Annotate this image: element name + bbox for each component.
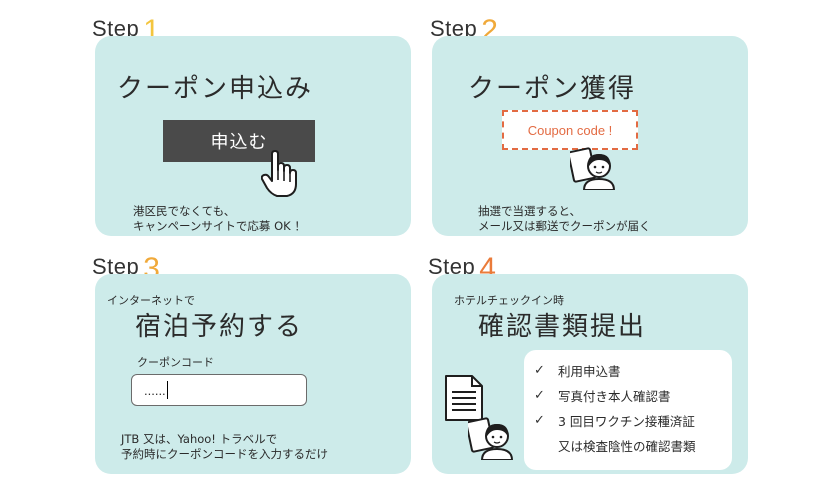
check-icon: ✓ <box>534 363 545 378</box>
apply-button[interactable]: 申込む <box>163 120 315 162</box>
checklist-item-label: 3 回目ワクチン接種済証 <box>558 414 695 429</box>
step-3-subtitle: インターネットで <box>107 294 195 307</box>
checklist-item-label: 又は検査陰性の確認書類 <box>558 439 696 454</box>
step-2-title: クーポン獲得 <box>468 74 637 104</box>
person-with-card-icon <box>570 147 616 190</box>
text-caret <box>166 381 169 399</box>
checklist-item-label: 写真付き本人確認書 <box>558 389 671 404</box>
step-4-card: ホテルチェックイン時 確認書類提出 ✓ 利用申込書 ✓ 写真付き本人確認書 ✓ … <box>432 274 748 474</box>
coupon-code-input[interactable]: ...... <box>131 374 307 406</box>
checklist-item-label: 利用申込書 <box>558 364 621 379</box>
person-with-card-icon <box>468 417 514 460</box>
step-1-note: 港区民でなくても、 キャンペーンサイトで応募 OK ！ <box>133 204 306 234</box>
note-line: 抽選で当選すると、 <box>478 204 582 218</box>
note-line: キャンペーンサイトで応募 OK ！ <box>133 219 306 233</box>
checklist-item: ✓ 写真付き本人確認書 <box>534 383 732 408</box>
note-line: JTB 又は、Yahoo! トラベルで <box>121 432 278 446</box>
checklist-item: 又は検査陰性の確認書類 <box>534 433 732 458</box>
step-3-card: インターネットで 宿泊予約する クーポンコード ...... JTB 又は、Ya… <box>95 274 411 474</box>
step-3-title: 宿泊予約する <box>135 312 304 342</box>
step-1-title: クーポン申込み <box>117 74 314 104</box>
note-line: 港区民でなくても、 <box>133 204 236 218</box>
step-4-title: 確認書類提出 <box>478 312 647 342</box>
checklist-item: ✓ 利用申込書 <box>534 358 732 383</box>
step-1-card: クーポン申込み 申込む 港区民でなくても、 キャンペーンサイトで応募 OK ！ <box>95 36 411 236</box>
step-4-subtitle: ホテルチェックイン時 <box>454 294 564 307</box>
document-icon <box>445 375 483 421</box>
coupon-code-box: Coupon code ! <box>502 110 638 150</box>
step-2-card: クーポン獲得 Coupon code ! 抽選で当選すると、 メール又は郵送でク… <box>432 36 748 236</box>
checklist-item: ✓ 3 回目ワクチン接種済証 <box>534 408 732 433</box>
required-documents-list: ✓ 利用申込書 ✓ 写真付き本人確認書 ✓ 3 回目ワクチン接種済証 又は検査陰… <box>524 350 732 470</box>
input-value: ...... <box>144 382 166 398</box>
note-line: 予約時にクーポンコードを入力するだけ <box>121 447 328 461</box>
check-icon: ✓ <box>534 413 545 428</box>
coupon-code-label: クーポンコード <box>137 356 214 369</box>
step-3-note: JTB 又は、Yahoo! トラベルで 予約時にクーポンコードを入力するだけ <box>121 432 328 462</box>
step-2-note: 抽選で当選すると、 メール又は郵送でクーポンが届く <box>478 204 651 234</box>
note-line: メール又は郵送でクーポンが届く <box>478 219 651 233</box>
hand-pointer-icon <box>261 150 297 197</box>
check-icon: ✓ <box>534 388 545 403</box>
